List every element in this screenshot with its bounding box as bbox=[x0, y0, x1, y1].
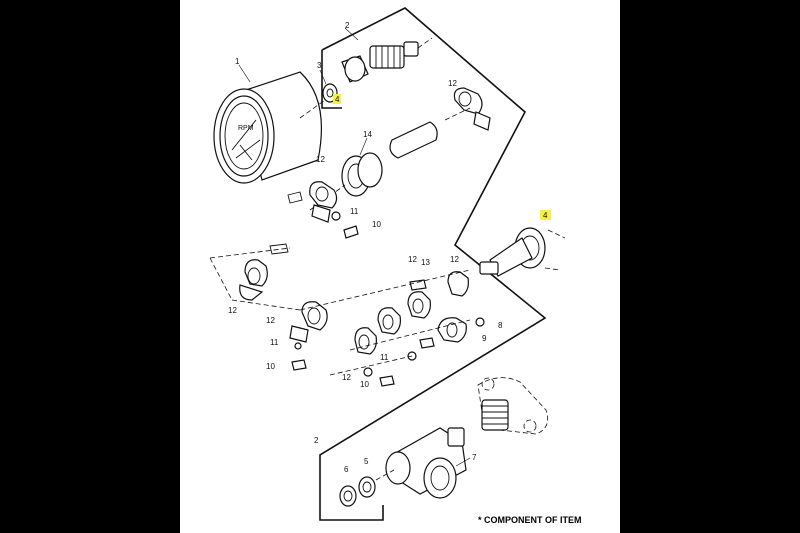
assembly-outline-left bbox=[321, 50, 342, 109]
callout-10-b: 10 bbox=[266, 362, 275, 371]
callout-12-f: 12 bbox=[342, 373, 351, 382]
callout-6: 6 bbox=[344, 465, 349, 474]
callout-2-upper: 2 bbox=[345, 21, 350, 30]
washers-lower bbox=[339, 476, 376, 507]
callout-9: 9 bbox=[482, 334, 487, 343]
callout-12-a: 12 bbox=[448, 79, 457, 88]
cable-end-upper bbox=[322, 41, 419, 103]
callout-1: 1 bbox=[235, 57, 240, 66]
callout-12-g: 12 bbox=[408, 255, 417, 264]
callout-11-a: 11 bbox=[350, 207, 359, 216]
clamp-cluster-left bbox=[239, 243, 289, 301]
callout-8: 8 bbox=[498, 321, 503, 330]
tachometer-gauge: RPM bbox=[213, 71, 323, 184]
clamp-cluster-center bbox=[289, 271, 485, 387]
highlight-callout-4-right bbox=[540, 210, 551, 220]
callout-12-b: 12 bbox=[316, 155, 325, 164]
callout-10-a: 10 bbox=[372, 220, 381, 229]
callout-12-c: 12 bbox=[450, 255, 459, 264]
callout-11-b: 11 bbox=[270, 338, 279, 347]
highlight-callout-4-upper bbox=[333, 94, 341, 104]
gauge-face-label: RPM bbox=[238, 125, 254, 132]
component-note: * COMPONENT OF ITEM bbox=[478, 515, 582, 525]
callout-4-upper: 4 bbox=[335, 95, 340, 104]
callout-4-right: 4 bbox=[543, 211, 548, 220]
angle-drive-fitting bbox=[385, 427, 467, 499]
callout-14: 14 bbox=[363, 130, 372, 139]
clamp-upper-right bbox=[453, 87, 491, 131]
callout-12-d: 12 bbox=[266, 316, 275, 325]
callout-11-c: 11 bbox=[380, 353, 389, 362]
callout-13: 13 bbox=[421, 258, 430, 267]
assembly-outline bbox=[319, 7, 547, 521]
engine-adapter-phantom bbox=[477, 377, 549, 435]
callout-2-lower: 2 bbox=[314, 436, 319, 445]
callout-12-e: 12 bbox=[228, 306, 237, 315]
callout-10-c: 10 bbox=[360, 380, 369, 389]
drive-spline bbox=[481, 399, 509, 431]
callout-7: 7 bbox=[472, 453, 477, 462]
callout-3: 3 bbox=[317, 61, 322, 70]
grommet-and-sleeve bbox=[341, 121, 438, 197]
callout-5: 5 bbox=[364, 457, 369, 466]
clamp-middle bbox=[287, 181, 359, 239]
cable-fitting-right bbox=[479, 227, 546, 277]
